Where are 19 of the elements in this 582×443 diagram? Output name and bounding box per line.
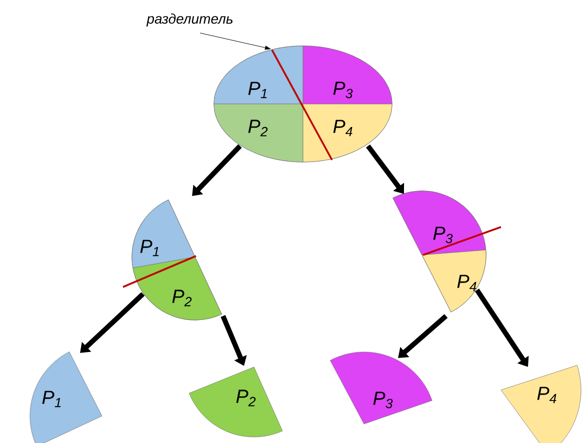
arrow	[366, 144, 404, 194]
leader-line	[200, 32, 270, 50]
sector-piece: P$_{2}$	[188, 366, 283, 438]
arrow	[398, 314, 448, 358]
sector-piece: P$_{4}$	[500, 365, 582, 443]
sector-piece: P$_{2}$	[214, 104, 304, 162]
sector-piece: P$_{2}$	[132, 256, 222, 320]
sector-piece: P$_{1}$	[214, 46, 304, 104]
sector-piece: P$_{4}$	[302, 104, 392, 162]
sector-piece: P$_{1}$	[30, 352, 102, 443]
callout-text: разделитель	[146, 13, 232, 27]
sector-piece: P$_{3}$	[302, 46, 392, 104]
sector-piece: P$_{1}$	[132, 200, 196, 268]
arrow	[80, 292, 145, 353]
sector-piece: P$_{4}$	[422, 250, 486, 312]
arrow	[192, 144, 242, 196]
separator-line	[271, 50, 333, 160]
sector-piece: P$_{3}$	[330, 352, 432, 424]
sector-piece: P$_{3}$	[392, 190, 486, 256]
